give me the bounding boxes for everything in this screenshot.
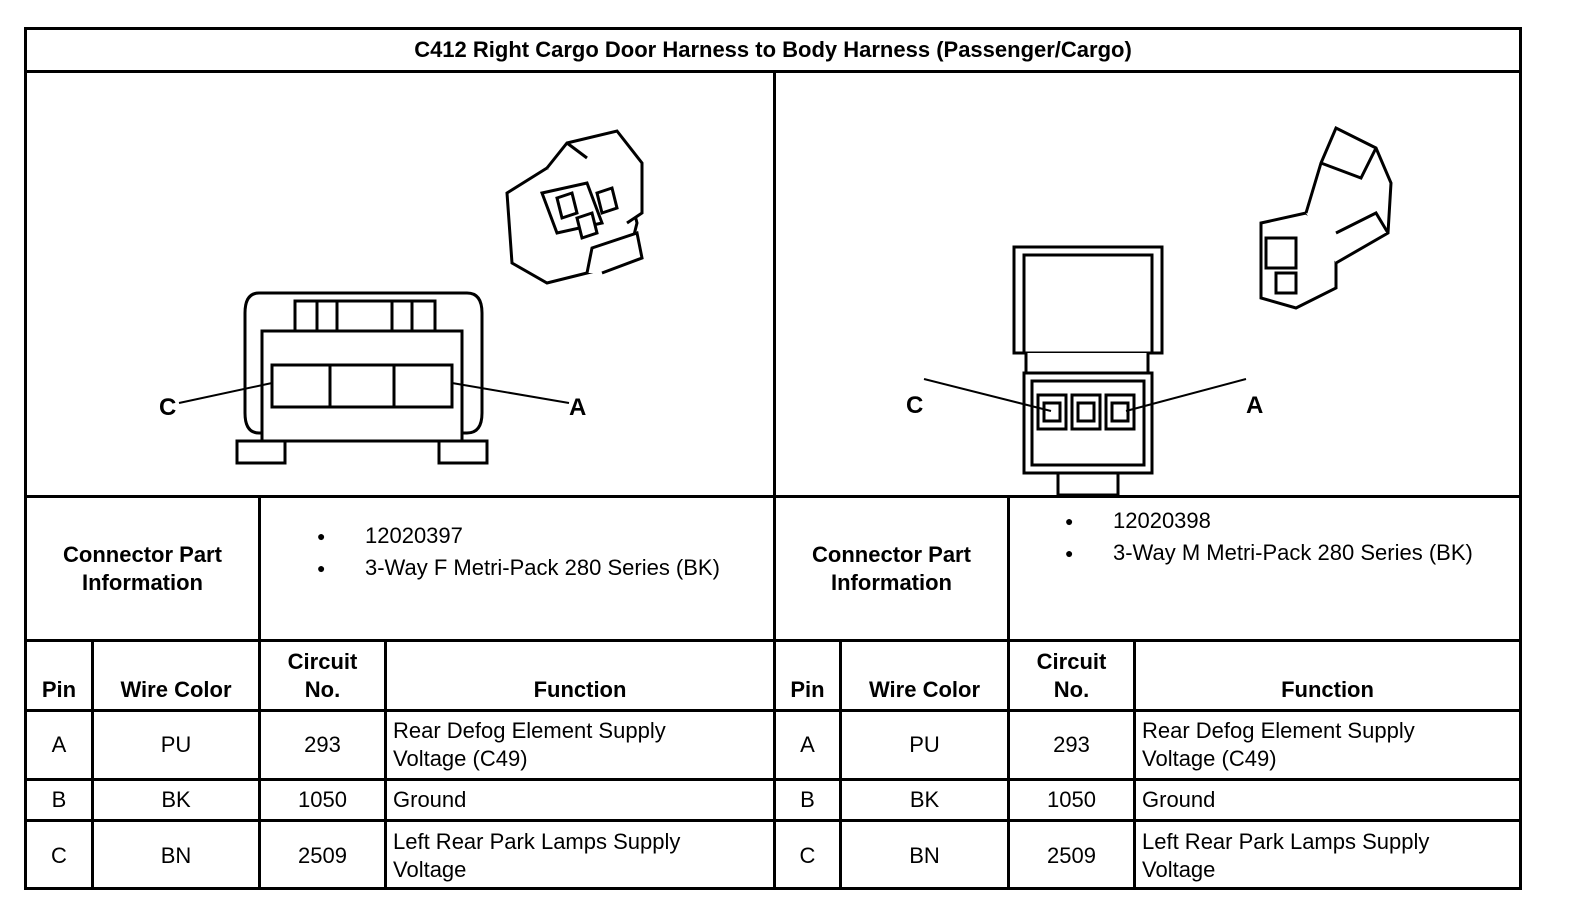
header-circuit-no: Circuit No. [287,648,358,702]
cell-function: Left Rear Park Lamps Supply Voltage [1142,829,1430,882]
female-connector-diagram: C A [159,129,644,465]
cell-wire-color: PU [909,732,940,757]
part-info-label: Connector Part Information [812,541,971,595]
header-circuit-no: Circuit No. [1036,648,1107,702]
male-connector-diagram: C A [906,125,1393,495]
cell-pin: A [800,732,815,757]
part-description: 3-Way F Metri-Pack 280 Series (BK) [317,552,767,584]
connector-front-view-icon [923,245,1247,495]
table-row-rule [27,819,1519,822]
cell-circuit: 293 [304,732,341,757]
pin-a-callout: A [569,394,586,421]
cell-wire-color: BK [909,787,940,812]
part-description: 3-Way M Metri-Pack 280 Series (BK) [1065,537,1505,569]
center-divider [773,73,776,890]
document-title: C412 Right Cargo Door Harness to Body Ha… [27,30,1519,73]
cell-wire-color: PU [160,732,192,757]
header-function: Function [533,677,627,702]
cell-function: Ground [1142,787,1216,812]
cell-pin: C [51,843,67,868]
connector-document: C412 Right Cargo Door Harness to Body Ha… [24,27,1522,890]
diagram-bottom-rule [27,495,1519,498]
part-info-list: 12020398 3-Way M Metri-Pack 280 Series (… [1065,505,1505,569]
cell-pin: B [51,787,67,812]
header-function: Function [1281,677,1374,702]
part-info-divider-left [258,495,261,890]
part-info-divider-right [1007,495,1010,890]
connector-front-view-icon [178,291,570,465]
part-number: 12020398 [1065,505,1505,537]
cell-pin: C [799,843,816,868]
cell-function: Left Rear Park Lamps Supply Voltage [393,829,681,882]
cell-function: Ground [393,787,467,812]
cell-function: Rear Defog Element Supply Voltage (C49) [1142,718,1415,771]
cell-pin: B [800,787,815,812]
cell-circuit: 1050 [298,787,347,812]
header-pin: Pin [790,677,825,702]
cell-pin: A [51,732,67,757]
table-col-divider [91,639,94,890]
pin-c-callout: C [906,392,923,419]
cell-circuit: 293 [1053,732,1090,757]
table-col-divider [384,639,387,890]
cell-function: Rear Defog Element Supply Voltage (C49) [393,718,666,771]
pin-c-callout: C [159,394,176,421]
part-info-label: Connector Part Information [63,541,222,595]
table-header-rule [27,709,1519,712]
header-pin: Pin [41,677,77,702]
header-wire-color: Wire Color [120,677,232,702]
table-row-rule [27,778,1519,781]
table-col-divider [839,639,842,890]
cell-wire-color: BK [161,787,191,812]
part-info-bottom-rule [27,639,1519,642]
cell-wire-color: BN [160,843,192,868]
connector-3d-view-icon [505,129,644,285]
cell-wire-color: BN [909,843,940,868]
table-col-divider [1133,639,1136,890]
connector-3d-view-icon [1259,125,1393,310]
pin-a-callout: A [1246,392,1263,419]
cell-circuit: 2509 [1047,843,1096,868]
part-number: 12020397 [317,520,767,552]
cell-circuit: 2509 [298,843,347,868]
header-wire-color: Wire Color [868,677,981,702]
part-info-list: 12020397 3-Way F Metri-Pack 280 Series (… [317,520,767,584]
cell-circuit: 1050 [1047,787,1096,812]
